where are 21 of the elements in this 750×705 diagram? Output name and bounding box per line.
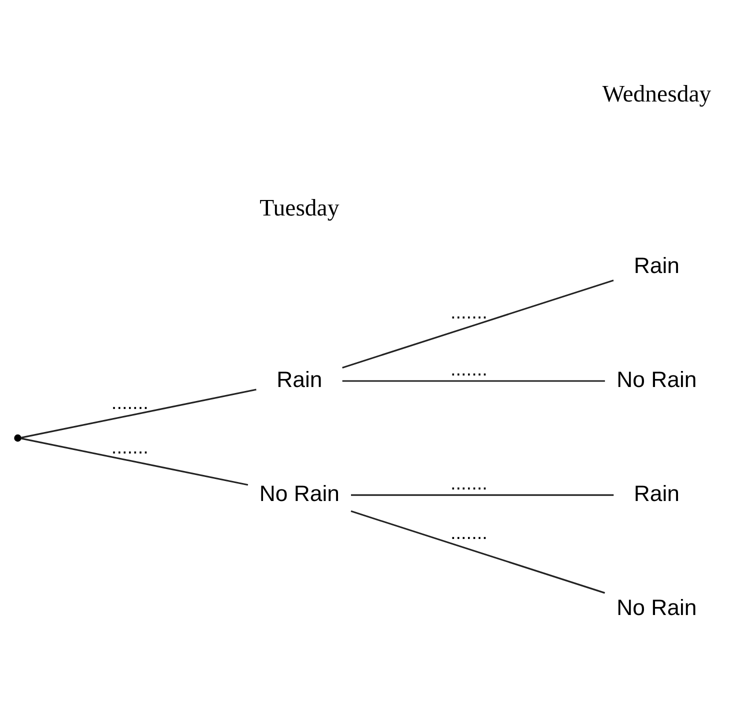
connector (342, 380, 605, 382)
connector (351, 494, 614, 496)
edge-label: ....... (450, 522, 488, 544)
connector (350, 510, 606, 594)
connector (20, 388, 256, 438)
edge-label: ....... (111, 392, 148, 414)
connector (342, 280, 614, 368)
label: Tuesday (260, 195, 340, 222)
label: Wednesday (602, 81, 712, 108)
node-text: Rain (634, 480, 680, 506)
connector (20, 438, 248, 486)
edge-label: ....... (450, 302, 488, 324)
node-text: Rain (634, 252, 680, 278)
edge-label: ....... (450, 474, 488, 495)
edge-label: ....... (111, 437, 148, 458)
node-text: No Rain (616, 595, 697, 620)
node-text: No Rain (616, 366, 697, 392)
node-point (14, 434, 22, 442)
edge-label: ....... (450, 360, 488, 381)
node-text: Rain (276, 366, 322, 392)
node-text: No Rain (259, 480, 340, 506)
